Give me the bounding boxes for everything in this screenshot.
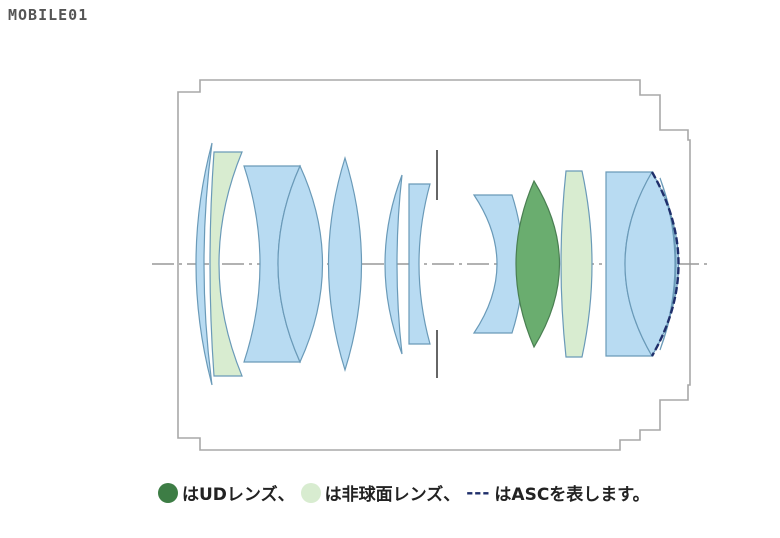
asc-legend-text: はASCを表します。 — [494, 485, 650, 505]
lens-element-10-aspherical — [560, 170, 593, 358]
ud-lens-legend-text: はUDレンズ、 — [182, 485, 295, 505]
aspherical-lens-legend-text: は非球面レンズ、 — [324, 485, 461, 505]
aspherical-lens-legend-swatch — [300, 482, 321, 503]
lens-element-9-ud — [515, 179, 561, 349]
lens-element-7 — [408, 183, 431, 345]
asc-coating-surface — [650, 171, 680, 357]
lens-barrel-outline — [177, 79, 691, 451]
watermark-logo: MOBILE01 — [8, 6, 89, 24]
ud-lens-legend-swatch — [158, 482, 178, 503]
lens-element-1 — [195, 142, 213, 386]
legend: はUDレンズ、 は非球面レンズ、 --- はASCを表します。 — [158, 480, 650, 505]
lens-element-5 — [327, 155, 363, 373]
asc-legend-mark: --- — [466, 482, 491, 503]
lens-element-4 — [277, 164, 324, 364]
lens-element-2-aspherical — [209, 151, 243, 377]
lens-element-6 — [384, 174, 403, 355]
